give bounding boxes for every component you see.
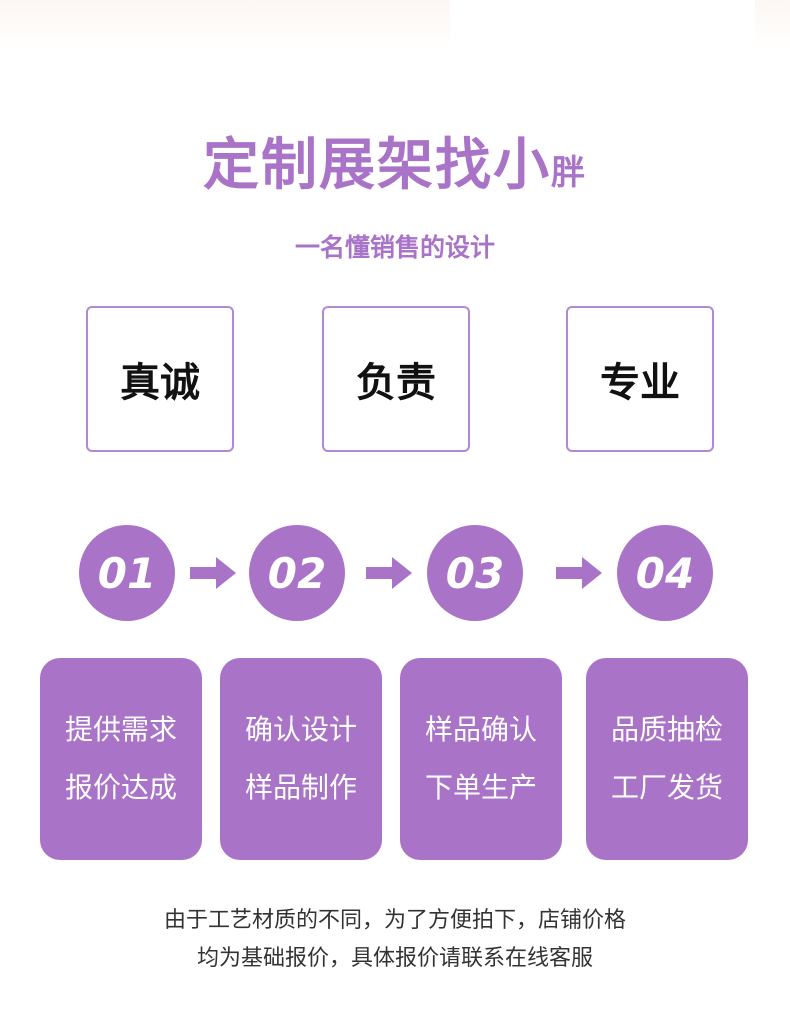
footer-note-line-2: 均为基础报价，具体报价请联系在线客服 (196, 946, 593, 971)
arrow-right-icon (190, 557, 236, 589)
step-card-1: 提供需求 报价达成 (40, 658, 202, 860)
arrow-right-icon (556, 557, 602, 589)
page-title: 定制展架找小胖 (0, 128, 790, 211)
step-card-line: 样品制作 (244, 771, 357, 804)
step-number-4: 04 (617, 525, 713, 621)
step-card-line: 确认设计 (244, 713, 357, 746)
step-number-2: 02 (249, 525, 345, 621)
value-box-professional: 专业 (566, 306, 714, 452)
arrow-right-icon (366, 557, 412, 589)
top-band (0, 0, 790, 50)
step-card-3: 样品确认 下单生产 (400, 658, 562, 860)
value-box-sincere: 真诚 (86, 306, 234, 452)
step-card-line: 下单生产 (424, 771, 537, 804)
title-tail: 胖 (551, 153, 587, 193)
footer-note-line-1: 由于工艺材质的不同，为了方便拍下，店铺价格 (163, 908, 626, 933)
top-band-box (450, 0, 755, 46)
step-number-1: 01 (79, 525, 175, 621)
step-card-2: 确认设计 样品制作 (220, 658, 382, 860)
step-card-line: 报价达成 (64, 771, 177, 804)
step-card-line: 提供需求 (64, 713, 177, 746)
value-box-responsible: 负责 (322, 306, 470, 452)
page-subtitle: 一名懂销售的设计 (294, 233, 495, 262)
step-number-3: 03 (427, 525, 523, 621)
step-card-line: 样品确认 (424, 713, 537, 746)
title-main: 定制展架找小 (203, 133, 551, 198)
step-card-4: 品质抽检 工厂发货 (586, 658, 748, 860)
step-card-line: 品质抽检 (610, 713, 723, 746)
step-card-line: 工厂发货 (610, 771, 723, 804)
